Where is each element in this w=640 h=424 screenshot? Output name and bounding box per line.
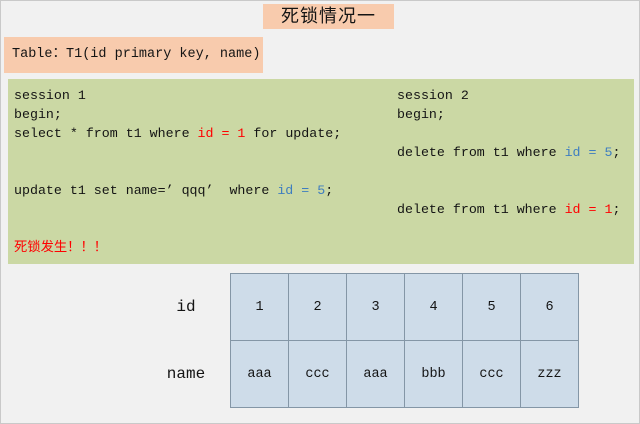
code-line: session 2 [397, 86, 620, 105]
code-line [397, 181, 620, 200]
table-cell: ccc [462, 340, 521, 408]
table-cell: 2 [288, 273, 347, 341]
session1-column: session 1 begin; select * from t1 where id… [14, 86, 341, 257]
code-line: select * from t1 where id = 1 for update… [14, 124, 341, 143]
code-segment: delete from t1 where [397, 202, 565, 217]
row-label-name: name [166, 365, 206, 383]
code-line: session 1 [14, 86, 341, 105]
code-segment: select * from t1 where [14, 126, 198, 141]
code-line: 死锁发生！！！ [14, 238, 341, 257]
code-segment: id = 5 [277, 183, 326, 198]
code-segment: id = 1 [564, 202, 613, 217]
table-definition-label: Table：T1(id primary key, name) [4, 37, 263, 73]
table-cell: aaa [230, 340, 289, 408]
table-cell: aaa [346, 340, 405, 408]
session2-column: session 2 begin; delete from t1 where id =… [397, 86, 620, 219]
sessions-panel: session 1 begin; select * from t1 where id… [8, 79, 634, 264]
row-label-id: id [176, 298, 196, 316]
table-cell: 1 [230, 273, 289, 341]
table-cell: 5 [462, 273, 521, 341]
code-line [14, 143, 341, 162]
table-cell: 4 [404, 273, 463, 341]
code-line [14, 162, 341, 181]
code-segment: delete from t1 where [397, 145, 565, 160]
code-line: update t1 set name=’ qqq’ where id = 5; [14, 181, 341, 200]
table-cell: 3 [346, 273, 405, 341]
code-segment: id = 1 [197, 126, 246, 141]
code-segment: ; [325, 183, 334, 198]
code-line: begin; [14, 105, 341, 124]
table-cell: zzz [520, 340, 579, 408]
code-segment: id = 5 [564, 145, 613, 160]
code-segment: session 2 [397, 88, 469, 103]
code-segment: ; [612, 145, 621, 160]
code-segment: begin; [397, 107, 445, 122]
code-segment: 死锁发生！！！ [14, 240, 108, 255]
code-line [397, 162, 620, 181]
code-segment: for update; [245, 126, 342, 141]
code-line: begin; [397, 105, 620, 124]
table-cell: 6 [520, 273, 579, 341]
page-title: 死锁情况一 [263, 4, 394, 29]
code-segment: update t1 set name=’ qqq’ where [14, 183, 278, 198]
code-segment: session 1 [14, 88, 86, 103]
table-cell: ccc [288, 340, 347, 408]
code-segment: begin; [14, 107, 62, 122]
code-segment: ; [612, 202, 621, 217]
code-line: delete from t1 where id = 5; [397, 143, 620, 162]
table-cell: bbb [404, 340, 463, 408]
code-line: delete from t1 where id = 1; [397, 200, 620, 219]
code-line [14, 219, 341, 238]
code-line [397, 124, 620, 143]
code-line [14, 200, 341, 219]
